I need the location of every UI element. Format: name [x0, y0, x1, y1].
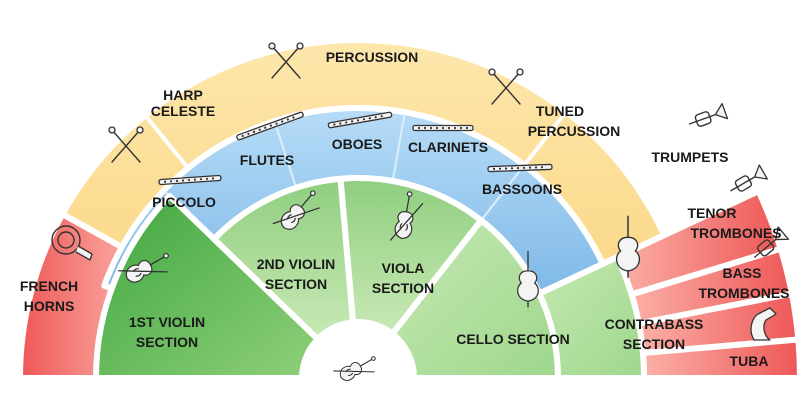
conductor-podium [306, 326, 410, 378]
woodwind-divider [481, 166, 524, 220]
contrabass-icon [615, 215, 641, 278]
label-violin2-section: SECTION [265, 276, 327, 292]
viola-seat[interactable] [337, 175, 485, 337]
label-flutes: FLUTES [240, 152, 294, 168]
violin2-icon [272, 190, 320, 230]
label-bass: BASS [723, 265, 762, 281]
label-horns: HORNS [24, 298, 75, 314]
label-tenor-trombones: TROMBONES [691, 225, 782, 241]
woodwind-divider [274, 122, 297, 187]
conductor-violin-icon [333, 356, 376, 381]
label-contrabass-section: SECTION [623, 336, 685, 352]
violin2-seat[interactable] [211, 175, 357, 343]
label-viola-section: SECTION [372, 280, 434, 296]
bass-trombone-icon [753, 226, 790, 259]
clarinet-icon [412, 124, 474, 132]
oboe-icon [327, 111, 393, 129]
label-contrabass: CONTRABASS [605, 316, 704, 332]
label-french: FRENCH [20, 278, 78, 294]
label-violin1: 1ST VIOLIN [129, 314, 205, 330]
label-celeste: CELESTE [151, 103, 216, 119]
percussion-divider [523, 111, 567, 165]
viola-icon [389, 191, 424, 241]
label-tuned-percussion: PERCUSSION [528, 123, 621, 139]
label-piccolo: PICCOLO [152, 194, 216, 210]
label-violin2: 2ND VIOLIN [257, 256, 336, 272]
percussion-icon [268, 42, 304, 79]
tuned-percussion-icon [488, 68, 524, 105]
label-trumpets: TRUMPETS [652, 149, 729, 165]
woodwind-divider [391, 113, 406, 180]
percussion-divider [144, 115, 189, 168]
instrument-icons [51, 42, 790, 381]
label-oboes: OBOES [332, 136, 383, 152]
contrabass-seat[interactable] [536, 254, 647, 381]
flute-icon [236, 111, 304, 141]
label-tenor: TENOR [688, 205, 737, 221]
seating-sectors [17, 37, 800, 381]
label-clarinets: CLARINETS [408, 139, 488, 155]
label-viola: VIOLA [382, 260, 425, 276]
label-violin1-section: SECTION [136, 334, 198, 350]
trumpet-icon [688, 102, 729, 127]
label-tuba: TUBA [730, 353, 769, 369]
bassoon-icon [487, 163, 553, 173]
tenor-trombone-icon [730, 164, 768, 192]
label-cello: CELLO SECTION [456, 331, 570, 347]
label-bassoons: BASSOONS [482, 181, 562, 197]
cello-icon [517, 251, 539, 308]
piccolo-icon [158, 174, 222, 186]
label-percussion: PERCUSSION [326, 49, 419, 65]
label-tuned: TUNED [536, 103, 584, 119]
harp-celeste-icon [108, 126, 144, 163]
french-horn-icon [51, 225, 93, 261]
label-harp: HARP [163, 87, 203, 103]
violin1-icon [117, 252, 169, 283]
label-bass-trombones: TROMBONES [699, 285, 790, 301]
violin1-seat[interactable] [93, 193, 321, 381]
tuba-icon [750, 307, 777, 341]
